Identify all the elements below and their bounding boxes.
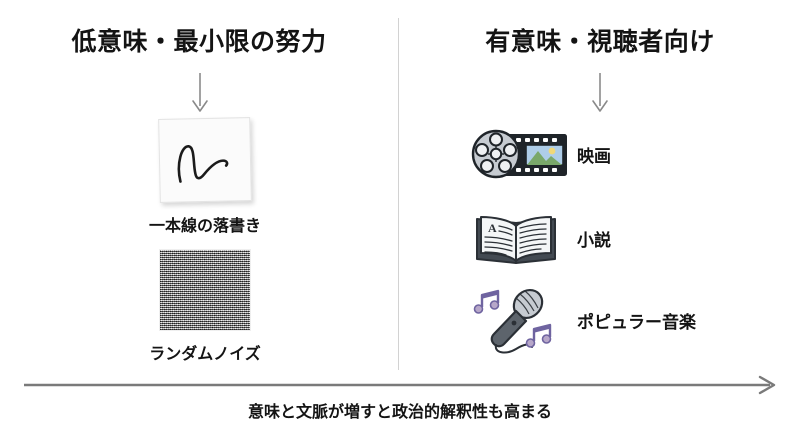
left-item-noise: ランダムノイズ: [118, 250, 292, 364]
right-column-title: 有意味・視聴者向け: [485, 28, 715, 56]
svg-text:A: A: [488, 221, 497, 235]
music-note-icon: [473, 289, 500, 314]
scribble-doodle-icon: [158, 117, 252, 203]
right-item-movie: 映画: [468, 122, 611, 186]
random-noise-icon: [160, 250, 250, 330]
column-divider: [398, 18, 399, 370]
film-reel-icon: [468, 122, 568, 186]
microphone-music-icon: [468, 288, 568, 354]
left-item-caption: ランダムノイズ: [149, 346, 261, 363]
right-item-label: 小説: [577, 230, 611, 250]
arrow-down-icon: [180, 72, 220, 114]
right-item-label: 映画: [577, 146, 611, 166]
right-item-novel: A: [468, 206, 611, 270]
left-item-caption: 一本線の落書き: [148, 218, 261, 235]
arrow-right-icon: [22, 372, 782, 398]
axis-caption: 意味と文脈が増すと政治的解釈性も高まる: [247, 404, 552, 421]
right-item-label: ポピュラー音楽: [577, 312, 696, 332]
left-column-title: 低意味・最小限の努力: [71, 28, 327, 56]
right-item-popular-music: ポピュラー音楽: [468, 288, 696, 354]
open-book-icon: A: [468, 206, 568, 270]
arrow-down-icon: [580, 72, 620, 114]
music-note-icon: [525, 323, 552, 348]
left-item-doodle: 一本線の落書き: [118, 117, 292, 236]
